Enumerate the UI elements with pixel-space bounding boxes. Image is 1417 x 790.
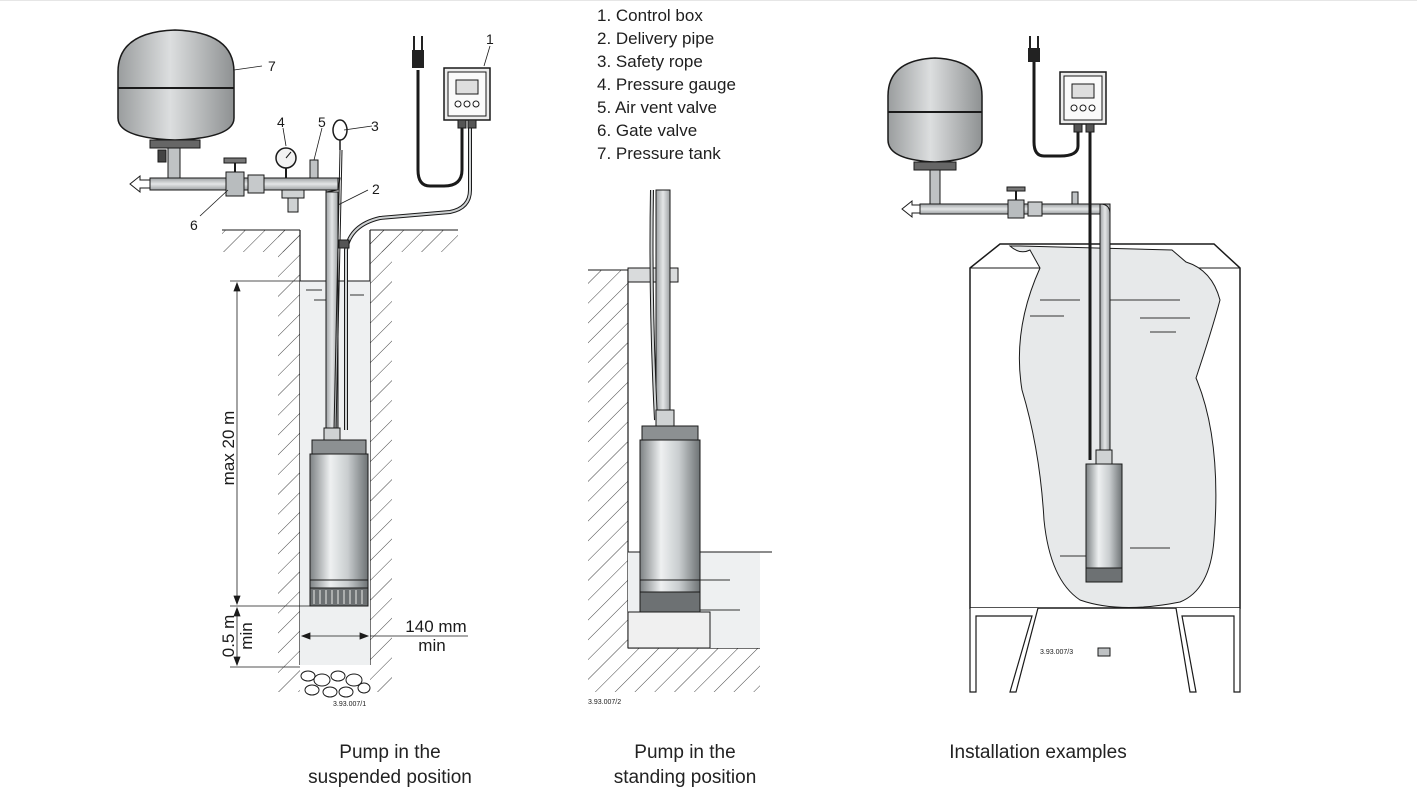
control-box-2 (1028, 36, 1107, 460)
pressure-tank-1 (117, 29, 235, 179)
caption-suspended: Pump in the suspended position (308, 742, 472, 788)
figure-code-2: 3.93.007/2 (588, 699, 621, 706)
standing-pump (639, 409, 701, 613)
legend-item-delivery-pipe: 2. Delivery pipe (597, 29, 715, 48)
top-border (0, 0, 1417, 1)
parts-legend: 1. Control box 2. Delivery pipe 3. Safet… (597, 4, 736, 165)
well-wall-right (370, 230, 392, 692)
pressure-gauge (275, 147, 297, 178)
safety-rope (332, 119, 348, 431)
legend-item-gate-valve: 6. Gate valve (597, 121, 698, 140)
pressure-tank-2 (887, 57, 983, 205)
callout-4: 4 (277, 114, 285, 130)
tank-water (1008, 245, 1221, 609)
width-min-label: min (418, 636, 445, 655)
well-wall-left (278, 230, 300, 692)
air-vent-valve (309, 159, 319, 179)
bottom-gap-min-label: min (237, 622, 256, 649)
control-box-1 (412, 36, 491, 188)
callout-7: 7 (268, 58, 276, 74)
suspended-panel: 1 2 3 4 5 6 7 max 20 m 0.5 m min 140 (117, 29, 494, 708)
bottom-gap-label: 0.5 m (219, 615, 238, 658)
flow-arrow-icon (129, 174, 151, 194)
suspended-pump (309, 427, 369, 607)
figure-code-3: 3.93.007/3 (1040, 649, 1073, 656)
figure-code-1: 3.93.007/1 (333, 701, 366, 708)
gate-valve (223, 157, 265, 197)
caption-examples: Installation examples (949, 742, 1127, 763)
legend-item-safety-rope: 3. Safety rope (597, 52, 703, 71)
callout-3: 3 (371, 118, 379, 134)
example-panel: 3.93.007/3 (887, 36, 1241, 693)
legend-item-control-box: 1. Control box (597, 6, 703, 25)
flow-arrow-icon-2 (901, 199, 921, 219)
legend-item-pressure-gauge: 4. Pressure gauge (597, 75, 736, 94)
callout-5: 5 (318, 114, 326, 130)
callout-1: 1 (486, 31, 494, 47)
gravel (300, 670, 371, 698)
legend-item-air-vent-valve: 5. Air vent valve (597, 98, 718, 117)
standing-panel: 3.93.007/2 (588, 189, 772, 706)
callout-2: 2 (372, 181, 380, 197)
tank-pump (1085, 449, 1123, 583)
depth-label: max 20 m (219, 411, 238, 486)
depth-dimension (230, 280, 468, 668)
width-label: 140 mm (405, 617, 466, 636)
legend-item-pressure-tank: 7. Pressure tank (597, 144, 721, 163)
callout-6: 6 (190, 217, 198, 233)
caption-standing: Pump in the standing position (613, 742, 757, 788)
